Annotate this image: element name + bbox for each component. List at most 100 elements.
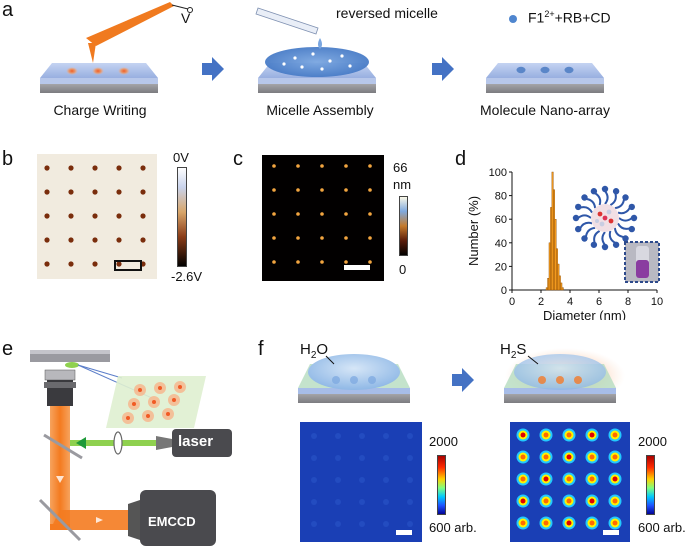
scale-bar	[396, 530, 412, 535]
surfactant-tail	[593, 230, 601, 244]
fluor-spot-core	[543, 454, 549, 460]
x-axis-label: Diameter (nm)	[543, 308, 626, 320]
surfactant-head	[612, 188, 620, 195]
y-tick-label: 80	[495, 191, 507, 203]
fluorescence-image-h2o	[300, 422, 422, 542]
panel-f-label: f	[258, 338, 264, 360]
fluor-spot-dim	[359, 499, 365, 505]
x-tick-label: 8	[625, 296, 631, 308]
y-tick-label: 100	[489, 167, 507, 179]
caption-micelle-assembly: Micelle Assembly	[266, 102, 374, 118]
y-tick-label: 20	[495, 261, 507, 273]
charge-spot	[118, 67, 130, 75]
height-dot	[296, 188, 300, 192]
emission-core	[138, 388, 142, 392]
fluor-spot-core	[520, 476, 526, 482]
potential-dot	[140, 237, 146, 243]
h2s-rest: S	[516, 341, 527, 358]
laser-label: laser	[178, 433, 214, 450]
panel-a-label: a	[2, 0, 14, 21]
histogram-bar	[557, 263, 560, 291]
height-dot	[272, 164, 276, 168]
histogram-bar	[558, 275, 561, 291]
emission-core	[166, 412, 170, 416]
fluor-spot-dim	[311, 455, 317, 461]
height-dot	[368, 212, 372, 216]
emission-core	[132, 402, 136, 406]
surfactant-tail	[585, 197, 597, 209]
potential-dot	[68, 189, 74, 195]
h2o-rest: O	[316, 341, 329, 358]
fluor-spot-core	[612, 454, 618, 460]
x-tick-label: 0	[509, 296, 515, 308]
sample-spot	[65, 362, 79, 368]
fluor-spot-dim	[407, 455, 413, 461]
micelle-label: reversed micelle	[336, 5, 438, 21]
emission-core	[178, 385, 182, 389]
potential-dot	[44, 213, 50, 219]
emccd-camera	[140, 490, 216, 546]
emccd-label: EMCCD	[148, 514, 196, 529]
pipette	[255, 7, 319, 35]
legend-rest: +RB+CD	[554, 9, 611, 26]
x-tick-label: 2	[538, 296, 544, 308]
height-dot	[344, 260, 348, 264]
fluor-spot-dim	[383, 477, 389, 483]
fluor-spot-core	[612, 498, 618, 504]
x-tick-label: 6	[596, 296, 602, 308]
histogram-bar	[545, 287, 548, 291]
scale-bar	[344, 265, 370, 270]
colorbar-b-top: 0V	[173, 150, 189, 165]
voltage-label: V	[181, 10, 191, 26]
h2s-label: H2S	[500, 341, 526, 361]
substrate-charge-writing	[40, 2, 193, 93]
surfactant-head	[628, 203, 635, 211]
colorbar-c-top-unit: nm	[393, 177, 412, 192]
height-dot	[296, 212, 300, 216]
panel-b-label: b	[2, 148, 14, 170]
height-dot	[320, 164, 324, 168]
panel-a-diagram	[40, 2, 604, 93]
surfactant-head	[575, 225, 582, 233]
surfactant-head	[622, 235, 629, 242]
fluor-spot-dim	[359, 455, 365, 461]
fluor-spot-core	[543, 432, 549, 438]
kpfm-image	[37, 154, 157, 279]
h2o-schematic	[298, 354, 410, 403]
panel-d-label: d	[455, 148, 467, 170]
surfactant-tail	[579, 206, 593, 214]
micelle-illustration	[572, 185, 638, 251]
surfactant-tail	[604, 190, 609, 205]
height-dot	[320, 212, 324, 216]
fluor-spot-core	[612, 520, 618, 526]
fluor-spot-core	[520, 454, 526, 460]
fluor-spot-core	[543, 498, 549, 504]
colorbar-b	[177, 167, 187, 267]
scale-bar	[114, 260, 142, 271]
histogram-bar	[561, 287, 564, 291]
colorbar-c-bottom: 0	[399, 262, 407, 277]
process-arrow	[432, 57, 454, 81]
fluor-spot-core	[566, 432, 572, 438]
surface-potential-dots	[44, 165, 146, 267]
emission-core	[146, 414, 150, 418]
colorbar-c-top-value: 66	[393, 160, 408, 175]
process-arrow	[202, 57, 224, 81]
potential-dot	[116, 261, 122, 267]
laser-source	[172, 429, 232, 457]
height-dot	[368, 164, 372, 168]
fluor-spot-core	[589, 454, 595, 460]
fluor-spot-dim	[335, 455, 341, 461]
colorbar-f-right-top: 2000	[638, 434, 667, 449]
height-dot	[368, 236, 372, 240]
height-dot	[272, 188, 276, 192]
treatment-schematics	[298, 348, 625, 404]
fluor-spot-dim	[335, 477, 341, 483]
y-axis-label: Number (%)	[466, 196, 481, 266]
histogram-bar	[560, 282, 563, 291]
fluor-spot-core	[566, 454, 572, 460]
fluor-spot-dim	[383, 455, 389, 461]
caption-molecule-nano-array: Molecule Nano-array	[480, 102, 610, 118]
surfactant-head	[581, 235, 588, 242]
molecule-legend-dot	[509, 15, 517, 23]
